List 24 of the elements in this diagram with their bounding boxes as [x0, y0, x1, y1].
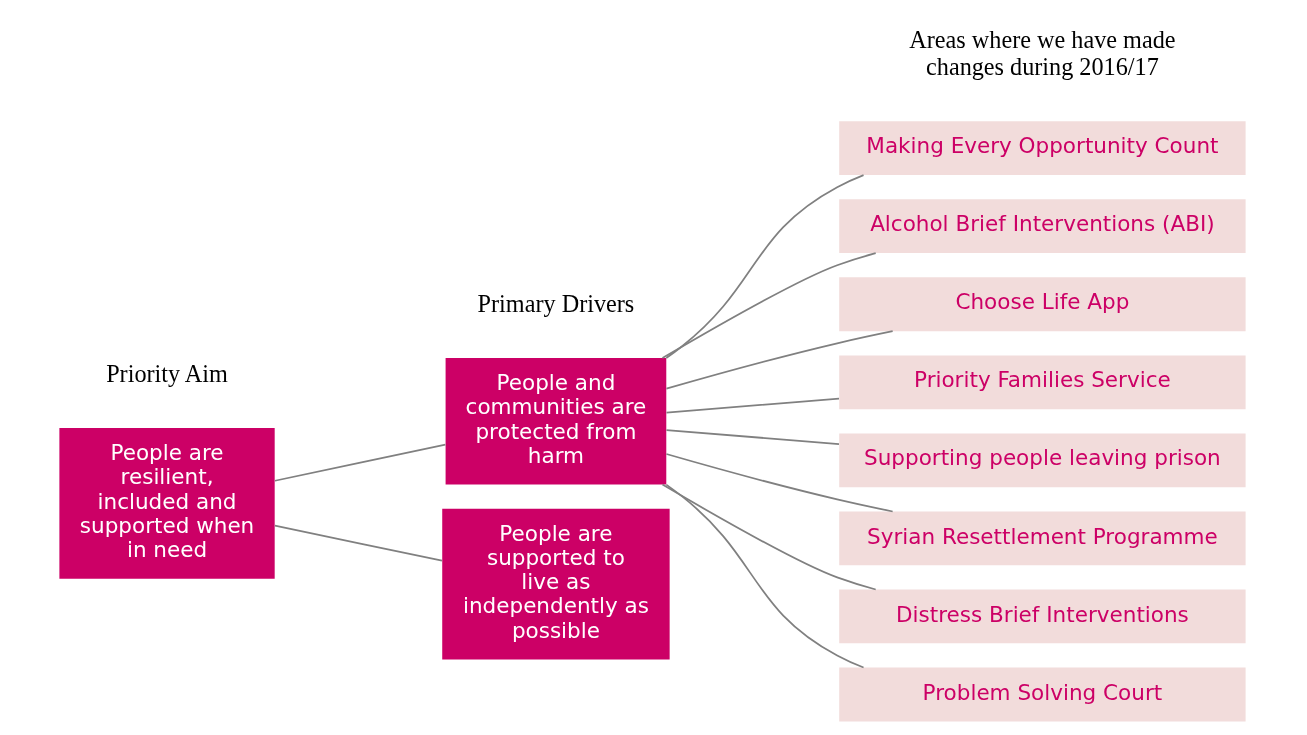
connector: [665, 429, 840, 445]
node-box: Choose Life App: [839, 277, 1246, 332]
connector: [274, 524, 443, 562]
node-box: People are supported to live as independently as possible: [442, 508, 670, 660]
connector: [665, 330, 894, 390]
node-box: Distress Brief Interventions: [839, 589, 1246, 644]
label: Primary Drivers: [477, 289, 635, 317]
label: Areas where we have made changes during 2016/17: [909, 25, 1176, 80]
connector: [665, 483, 865, 669]
node-box: Syrian Resettlement Programme: [839, 511, 1246, 566]
connector: [274, 443, 447, 482]
node-box: People are resilient, included and supported when in need: [59, 428, 275, 579]
node-box: Problem Solving Court: [839, 667, 1246, 722]
node-box: People and communities are protected from harm: [445, 358, 667, 485]
node-box: Making Every Opportunity Count: [839, 121, 1246, 176]
connector: [661, 483, 877, 591]
connector: [665, 397, 840, 414]
label: Priority Aim: [106, 359, 228, 387]
node-box: Priority Families Service: [839, 355, 1246, 410]
connector: [661, 252, 877, 359]
connector: [665, 453, 894, 513]
node-box: Alcohol Brief Interventions (ABI): [839, 199, 1246, 254]
connector: [665, 174, 865, 359]
node-box: Supporting people leaving prison: [839, 433, 1246, 488]
